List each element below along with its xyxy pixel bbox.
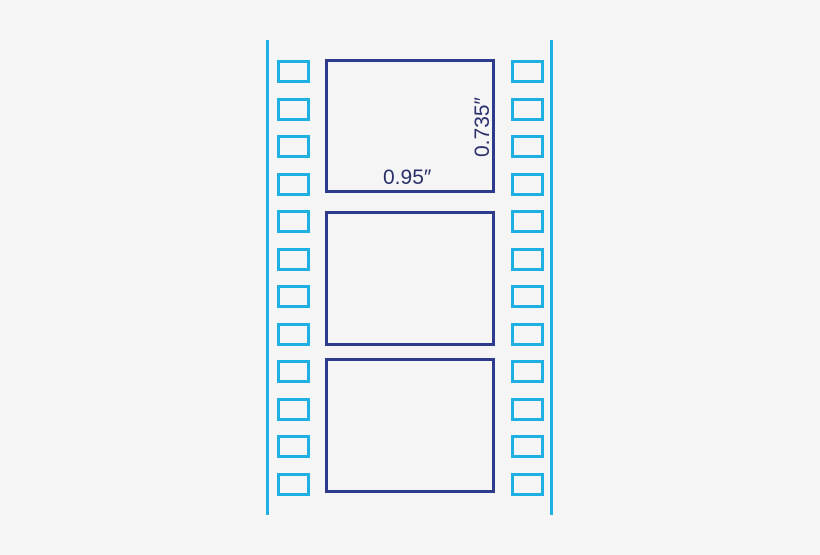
sprocket-hole: [277, 60, 310, 83]
sprocket-hole: [511, 172, 544, 196]
sprocket-hole: [511, 210, 544, 233]
sprocket-hole: [511, 285, 544, 308]
sprocket-hole: [277, 472, 310, 496]
sprocket-hole: [511, 435, 544, 458]
sprocket-hole: [277, 322, 310, 346]
sprocket-hole: [511, 135, 544, 158]
film-frame-3: [325, 358, 495, 493]
sprocket-hole: [277, 135, 310, 158]
sprocket-hole: [511, 322, 544, 346]
sprocket-hole: [277, 285, 310, 308]
sprocket-hole: [511, 247, 544, 271]
film-frame-2: [325, 211, 495, 346]
sprocket-hole: [277, 397, 310, 421]
frame-height-label: 0.735″: [471, 97, 494, 157]
sprocket-hole: [511, 60, 544, 83]
film-frame-1: [325, 59, 495, 193]
sprocket-hole: [511, 360, 544, 383]
sprocket-hole: [277, 435, 310, 458]
sprocket-hole: [511, 97, 544, 121]
sprocket-hole: [277, 172, 310, 196]
sprocket-hole: [277, 210, 310, 233]
sprocket-hole: [277, 247, 310, 271]
sprocket-hole: [511, 397, 544, 421]
right-edge-line: [550, 40, 553, 515]
sprocket-hole: [277, 360, 310, 383]
frame-width-label: 0.95″: [383, 166, 432, 189]
sprocket-hole: [277, 97, 310, 121]
left-edge-line: [266, 40, 269, 515]
sprocket-hole: [511, 472, 544, 496]
